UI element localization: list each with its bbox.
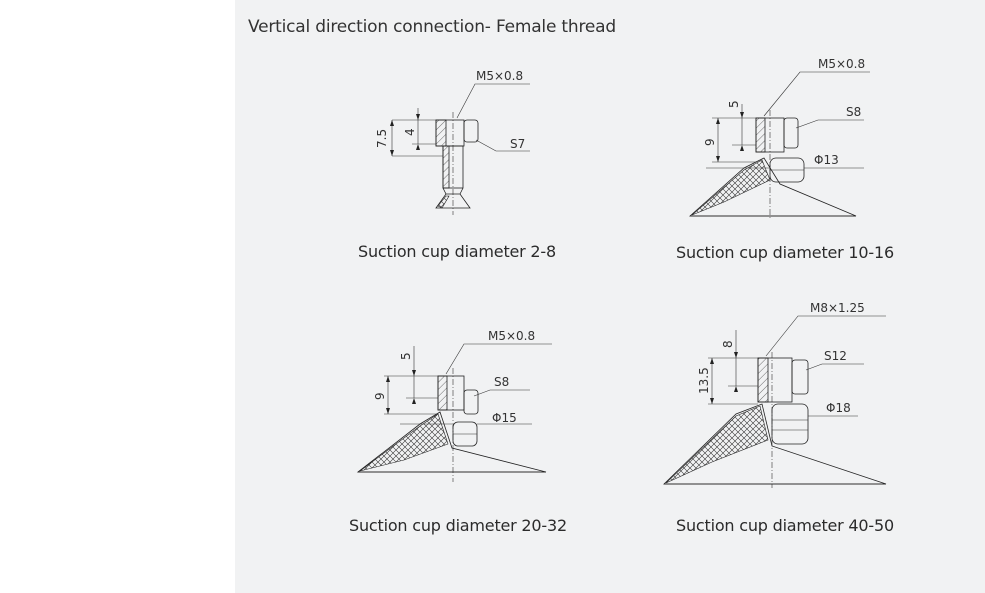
caption-2: Suction cup diameter 10-16 [676, 243, 894, 262]
hex-label-3: S8 [494, 375, 509, 389]
caption-4: Suction cup diameter 40-50 [676, 516, 894, 535]
thread-label-4: M8×1.25 [810, 301, 865, 315]
diagram-2: M5×0.8 S8 Φ13 9 5 [688, 57, 870, 218]
diameter-label-4: Φ18 [826, 401, 851, 415]
dim-total-3: 9 [373, 392, 387, 400]
dim-total-4: 13.5 [697, 367, 711, 394]
dim-inner-2: 5 [727, 100, 741, 108]
dim-total-2: 9 [703, 138, 717, 146]
dim-inner-3: 5 [399, 352, 413, 360]
hex-label-4: S12 [824, 349, 847, 363]
caption-3: Suction cup diameter 20-32 [349, 516, 567, 535]
dim-inner-1: 4 [403, 128, 417, 136]
hex-label-2: S8 [846, 105, 861, 119]
diagram-4: M8×1.25 S12 Φ18 13.5 8 [663, 301, 887, 488]
thread-label-1: M5×0.8 [476, 69, 523, 83]
thread-label-2: M5×0.8 [818, 57, 865, 71]
diagram-3: M5×0.8 S8 Φ15 9 5 [356, 329, 552, 482]
section-title: Vertical direction connection- Female th… [248, 17, 616, 37]
diameter-label-2: Φ13 [814, 153, 839, 167]
diameter-label-3: Φ15 [492, 411, 517, 425]
thread-label-3: M5×0.8 [488, 329, 535, 343]
dim-inner-4: 8 [721, 340, 735, 348]
diagram-1: M5×0.8 S7 7.5 4 [375, 69, 530, 215]
caption-1: Suction cup diameter 2-8 [358, 242, 556, 261]
content-panel [235, 0, 985, 593]
dim-total-1: 7.5 [375, 129, 389, 148]
hex-label-1: S7 [510, 137, 525, 151]
